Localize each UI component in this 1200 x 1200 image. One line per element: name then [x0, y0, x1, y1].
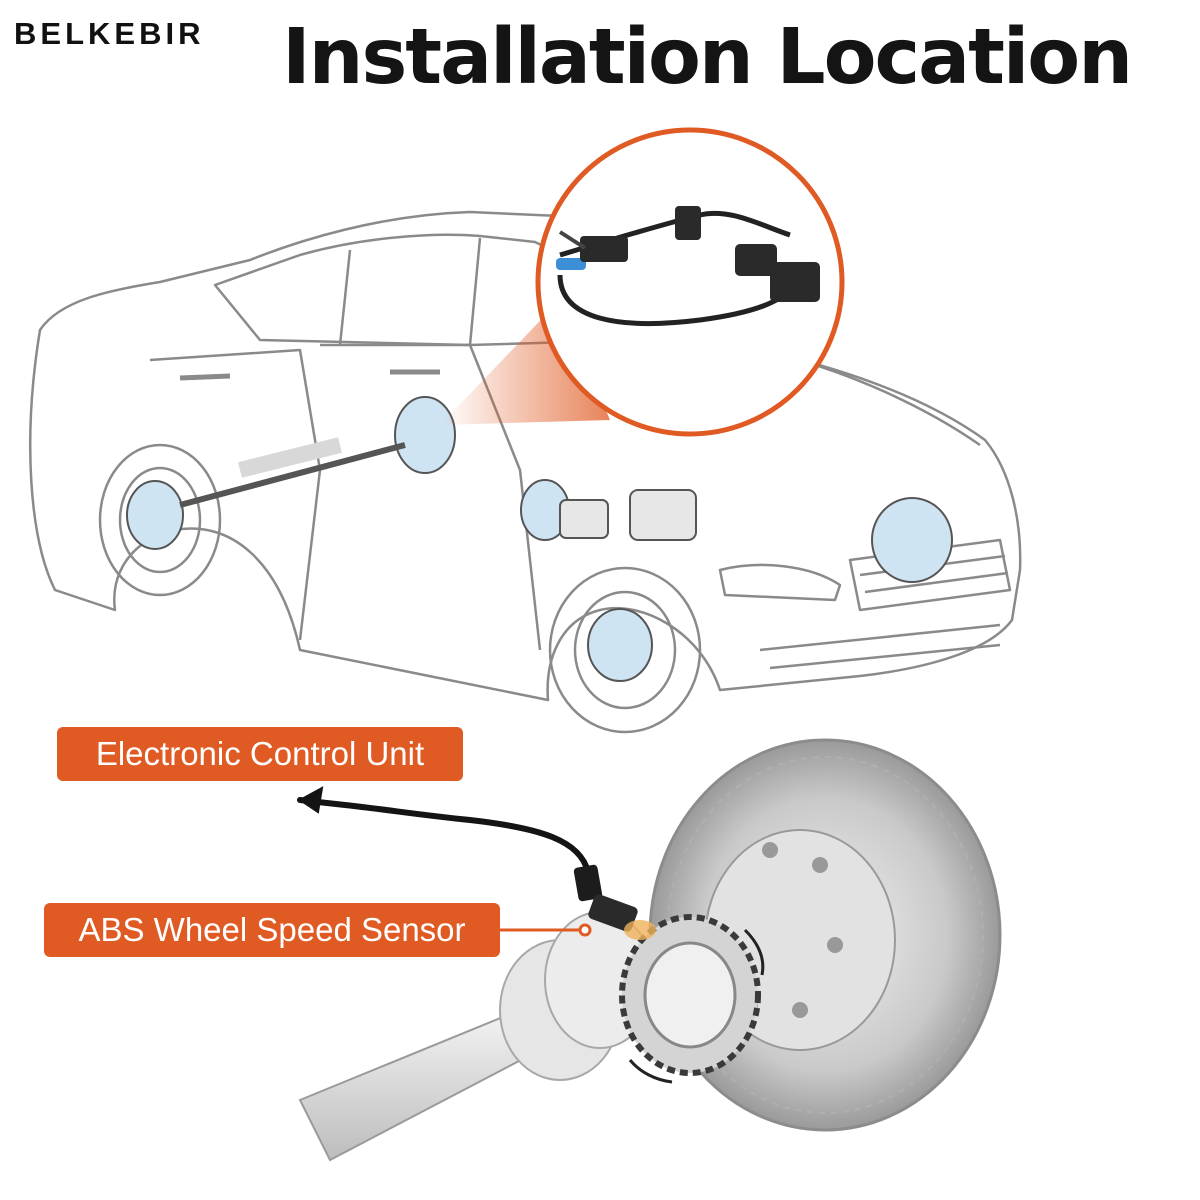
sensor-zoom-inset: [535, 127, 845, 437]
ecu-cable: [297, 786, 591, 875]
brand-logo: BELKEBIR: [14, 16, 205, 51]
car-drawing: [29, 210, 1022, 734]
ecu-callout-label: Electronic Control Unit: [57, 727, 463, 781]
abs-sensor: [573, 864, 656, 940]
abs-sensor-callout-label: ABS Wheel Speed Sensor: [44, 903, 500, 957]
tone-ring: [619, 914, 765, 1084]
page-title: Installation Location: [282, 13, 1133, 102]
drive-shaft: [298, 911, 656, 1162]
car-components: [126, 396, 953, 682]
abs-pointer: [500, 923, 592, 937]
